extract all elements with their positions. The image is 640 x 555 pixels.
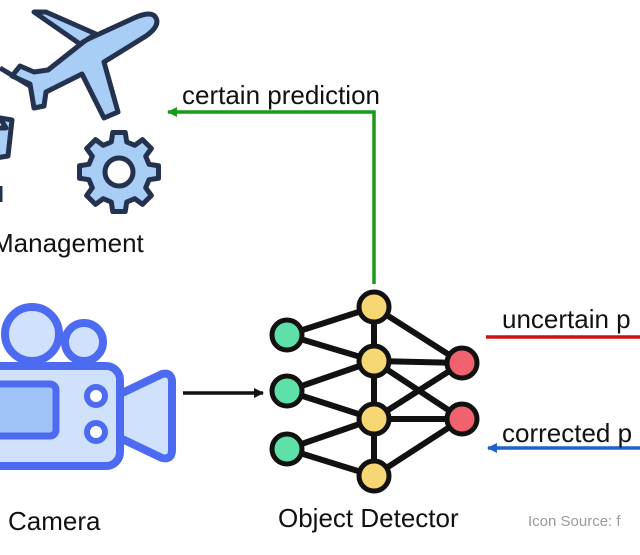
hidden-node — [356, 289, 392, 325]
management-label: Management — [0, 228, 145, 258]
certain-prediction-arrow — [167, 107, 376, 284]
hidden-node — [356, 401, 392, 437]
icon-source-text: Icon Source: f — [528, 513, 621, 530]
tower-icon — [0, 115, 15, 202]
hidden-node — [356, 458, 392, 494]
airplane-icon — [0, 9, 160, 121]
neural-network-icon — [269, 289, 480, 494]
input-node — [269, 431, 305, 467]
output-node — [444, 401, 480, 437]
input-node — [269, 373, 305, 409]
gear-icon — [76, 129, 162, 215]
hidden-node — [356, 343, 392, 379]
object-detector-label: Object Detector — [278, 503, 459, 533]
corrected-prediction-label: corrected p — [502, 418, 632, 448]
certain-prediction-label: certain prediction — [182, 80, 380, 110]
output-node — [444, 345, 480, 381]
input-node — [269, 317, 305, 353]
uncertain-prediction-label: uncertain p — [502, 304, 631, 334]
camera-icon — [0, 303, 176, 470]
camera-label: Camera — [8, 506, 101, 536]
